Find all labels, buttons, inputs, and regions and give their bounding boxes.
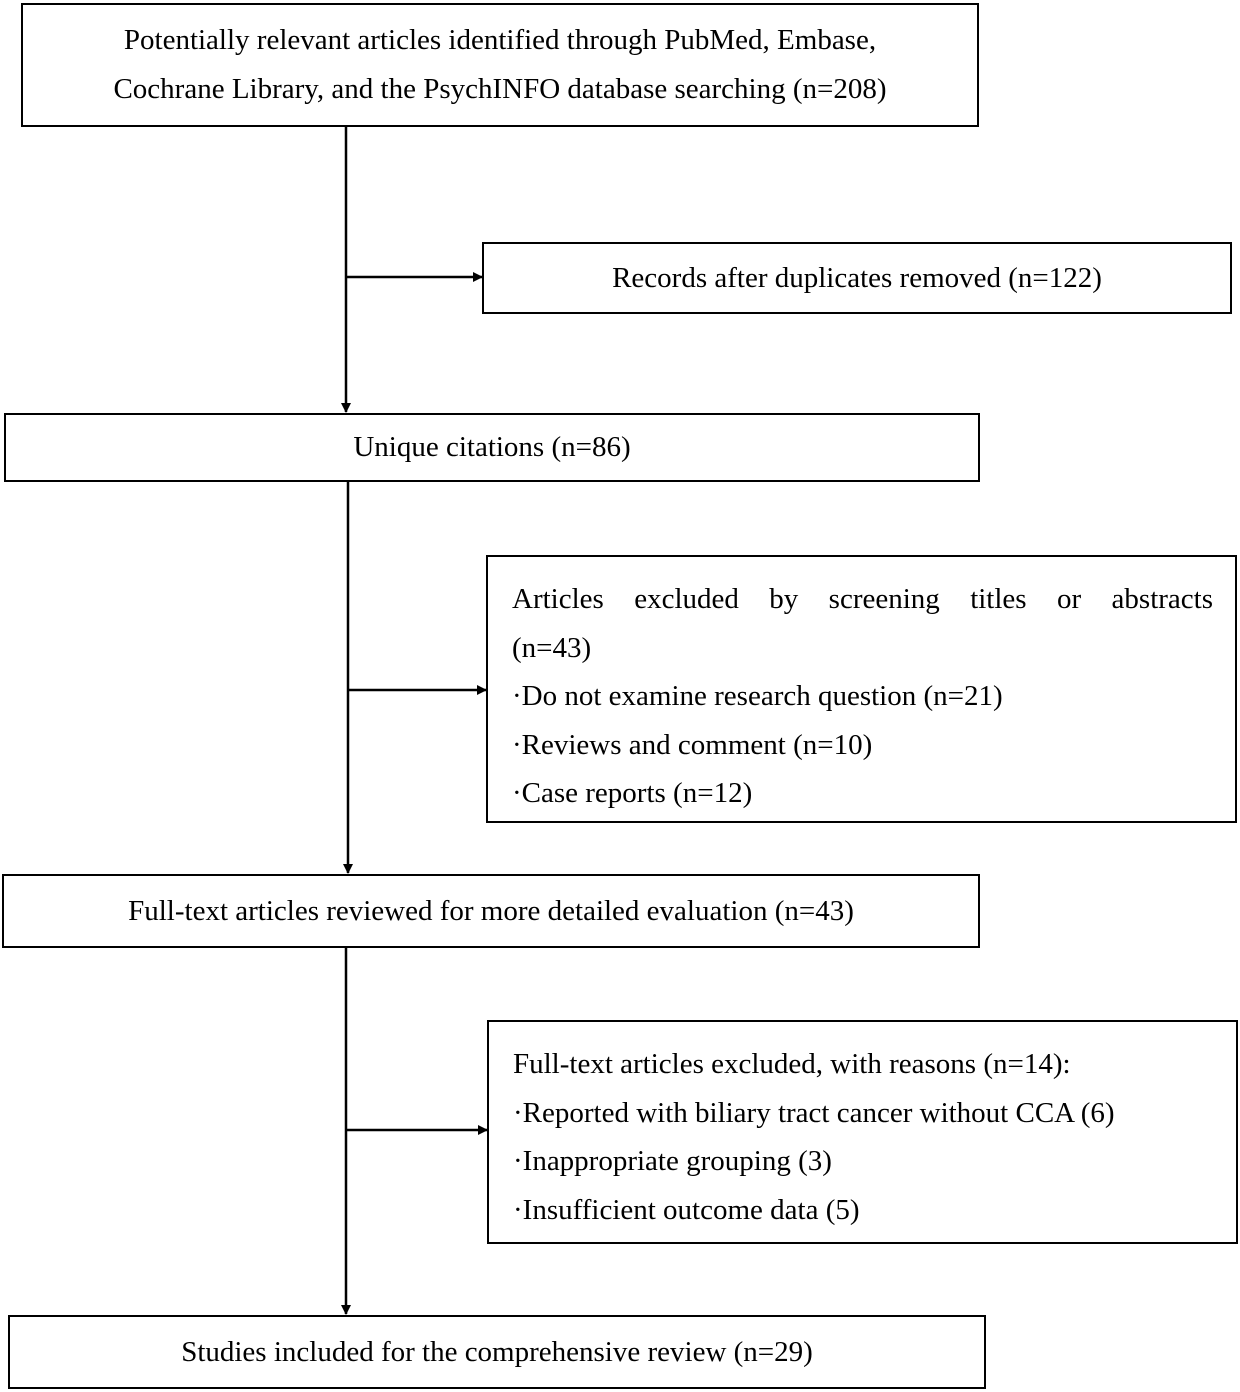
screen-excluded-item: ·Do not examine research question (n=21)	[512, 680, 1003, 712]
unique-label: Unique citations (n=86)	[353, 431, 631, 463]
included-label: Studies included for the comprehensive r…	[181, 1335, 813, 1368]
duplicates-label: Records after duplicates removed (n=122)	[612, 261, 1102, 294]
fulltext-excluded-item: ·Inappropriate grouping (3)	[513, 1145, 832, 1177]
identified-line1: Potentially relevant articles identified…	[123, 24, 877, 56]
fulltext-excluded-box: Full-text articles excluded, with reason…	[487, 1020, 1238, 1244]
fulltext-excluded-heading: Full-text articles excluded, with reason…	[513, 1048, 1071, 1080]
identified-line2: Cochrane Library, and the PsychINFO data…	[113, 73, 887, 105]
fulltext-label: Full-text articles reviewed for more det…	[128, 894, 854, 927]
duplicates-box: Records after duplicates removed (n=122)	[482, 242, 1232, 314]
included-box: Studies included for the comprehensive r…	[8, 1315, 986, 1389]
screen-excluded-item: ·Case reports (n=12)	[512, 777, 753, 809]
fulltext-excluded-item: ·Reported with biliary tract cancer with…	[513, 1096, 1115, 1129]
identified-box: Potentially relevant articles identified…	[21, 3, 979, 127]
screen-excluded-box: Articles excluded by screening titles or…	[486, 555, 1237, 823]
fulltext-excluded-item: ·Insufficient outcome data (5)	[513, 1193, 860, 1226]
screen-excluded-item: ·Reviews and comment (n=10)	[512, 728, 873, 761]
unique-box: Unique citations (n=86)	[4, 413, 980, 482]
screen-excluded-heading: Articles excluded by screening titles or…	[512, 583, 1213, 615]
screen-excluded-count: (n=43)	[512, 631, 592, 664]
fulltext-box: Full-text articles reviewed for more det…	[2, 874, 980, 948]
